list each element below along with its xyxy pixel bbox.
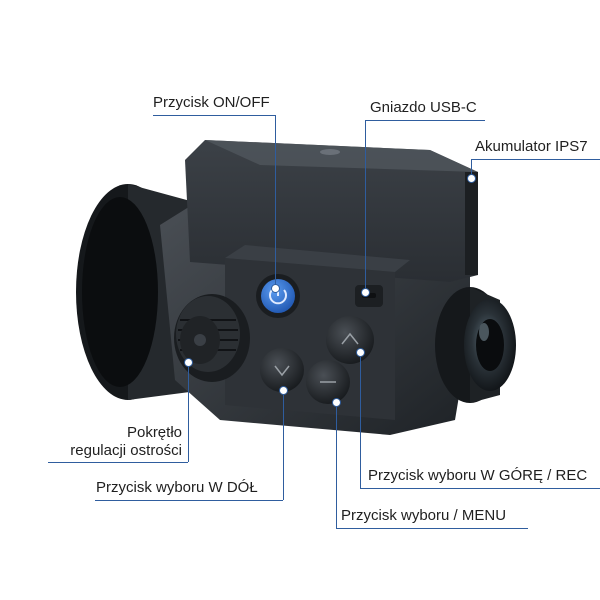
label-down-button: Przycisk wyboru W DÓŁ [96, 479, 258, 496]
leader-down-v [283, 390, 284, 500]
leader-up-h [360, 488, 600, 489]
pointer-battery [467, 174, 476, 183]
leader-battery-h [471, 159, 600, 160]
leader-usb-v [365, 120, 366, 292]
label-usb-port: Gniazdo USB-C [370, 99, 477, 116]
leader-usb-h [365, 120, 485, 121]
leader-up-v [360, 352, 361, 488]
label-power-button: Przycisk ON/OFF [153, 94, 270, 111]
label-focus-knob-line1: Pokrętło [126, 424, 182, 441]
leader-power-v [275, 115, 276, 288]
leader-focus-v [188, 362, 189, 462]
up-rec-button [326, 316, 374, 364]
objective-hood-inner [82, 197, 158, 387]
leader-focus-h [48, 462, 188, 463]
label-battery: Akumulator IPS7 [475, 138, 588, 155]
pointer-power [271, 284, 280, 293]
pointer-down [279, 386, 288, 395]
leader-menu-h [336, 528, 528, 529]
leader-power-h [153, 115, 275, 116]
pointer-menu [332, 398, 341, 407]
leader-down-h [95, 500, 283, 501]
pointer-focus [184, 358, 193, 367]
label-menu-button: Przycisk wyboru / MENU [341, 507, 507, 524]
pointer-usb [361, 288, 370, 297]
pointer-up [356, 348, 365, 357]
down-button [260, 348, 304, 392]
leader-menu-v [336, 402, 337, 528]
label-focus-knob-line2: regulacji ostrości [70, 442, 182, 459]
leader-battery-v [471, 159, 472, 177]
label-up-rec-button: Przycisk wyboru W GÓRĘ / REC [368, 467, 588, 484]
